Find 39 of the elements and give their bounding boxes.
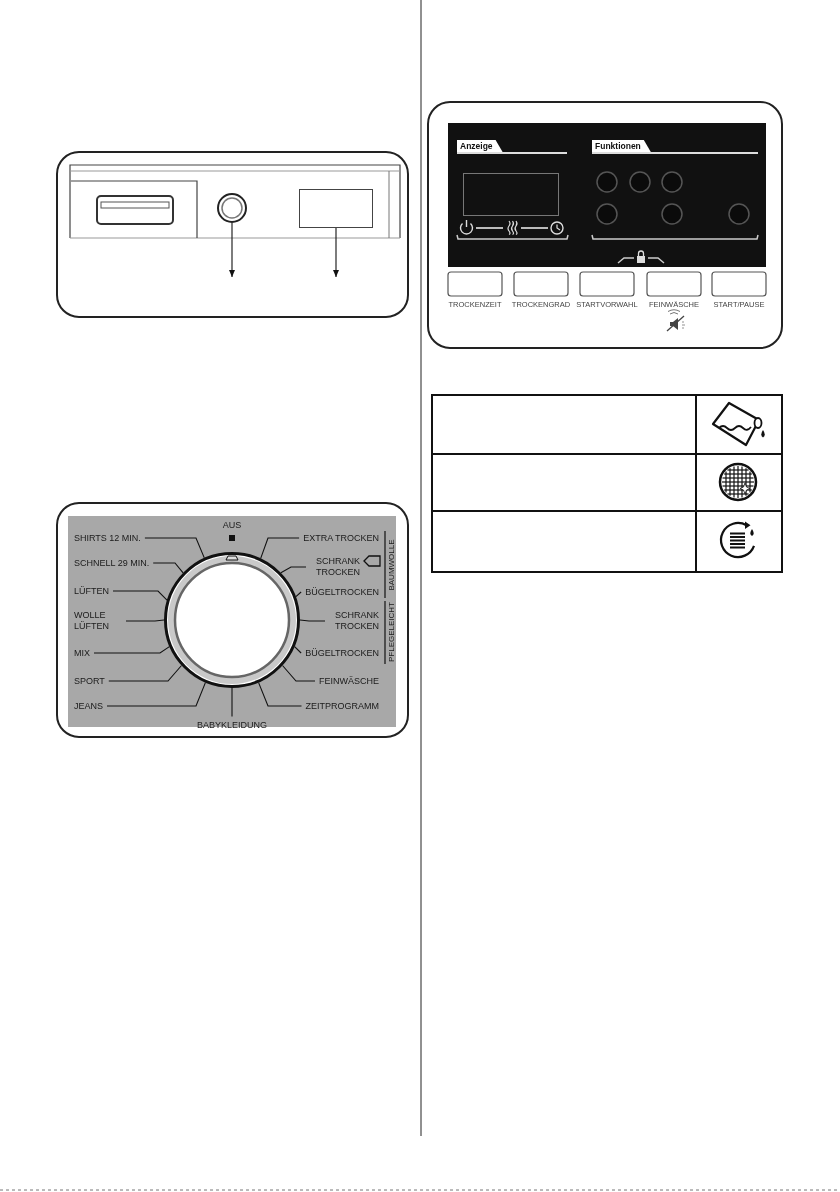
program-label: MIX <box>70 647 94 659</box>
program-label: FEINWÄSCHE <box>315 675 381 687</box>
display-window <box>299 189 373 228</box>
leader-line <box>281 664 316 682</box>
program-label: ZEITPROGRAMM <box>301 700 381 712</box>
leader-line <box>260 537 300 559</box>
category-label: BAUMWOLLE <box>387 539 396 591</box>
leader-line <box>112 590 168 601</box>
program-label: SPORT <box>70 675 109 687</box>
rotary-knob <box>217 193 247 223</box>
program-label: AUS <box>222 519 242 531</box>
program-label: SCHRANK TROCKEN <box>325 610 381 632</box>
program-label: SCHNELL 29 MIN. <box>70 557 154 569</box>
leader-line <box>258 682 303 707</box>
leader-line <box>106 682 206 707</box>
leader-line <box>93 646 170 654</box>
program-label: LÜFTEN <box>70 585 113 597</box>
program-label: SHIRTS 12 MIN. <box>70 532 145 544</box>
section-tab: Funktionen <box>592 140 651 152</box>
leader-line <box>299 619 326 622</box>
leader-line <box>280 566 307 574</box>
program-label: BÜGELTROCKEN <box>301 647 381 659</box>
leader-line <box>108 664 183 682</box>
program-label: BABYKLEIDUNG <box>197 716 267 731</box>
leader-line <box>295 591 302 598</box>
program-label: JEANS <box>70 700 107 712</box>
program-label: WOLLE LÜFTEN <box>70 610 126 632</box>
arrow <box>229 222 235 278</box>
leader-line <box>125 619 165 622</box>
program-label: EXTRA TROCKEN <box>299 532 381 544</box>
display-screen <box>463 173 559 216</box>
program-label: SCHRANK TROCKEN <box>306 556 362 578</box>
program-label: BÜGELTROCKEN <box>301 586 381 598</box>
leader-line <box>231 687 233 718</box>
arrow <box>333 227 339 278</box>
leader-line <box>144 537 205 559</box>
category-label: PFLEGELEICHT <box>387 602 396 662</box>
section-tab: Anzeige <box>457 140 503 152</box>
leader-line <box>152 562 184 574</box>
